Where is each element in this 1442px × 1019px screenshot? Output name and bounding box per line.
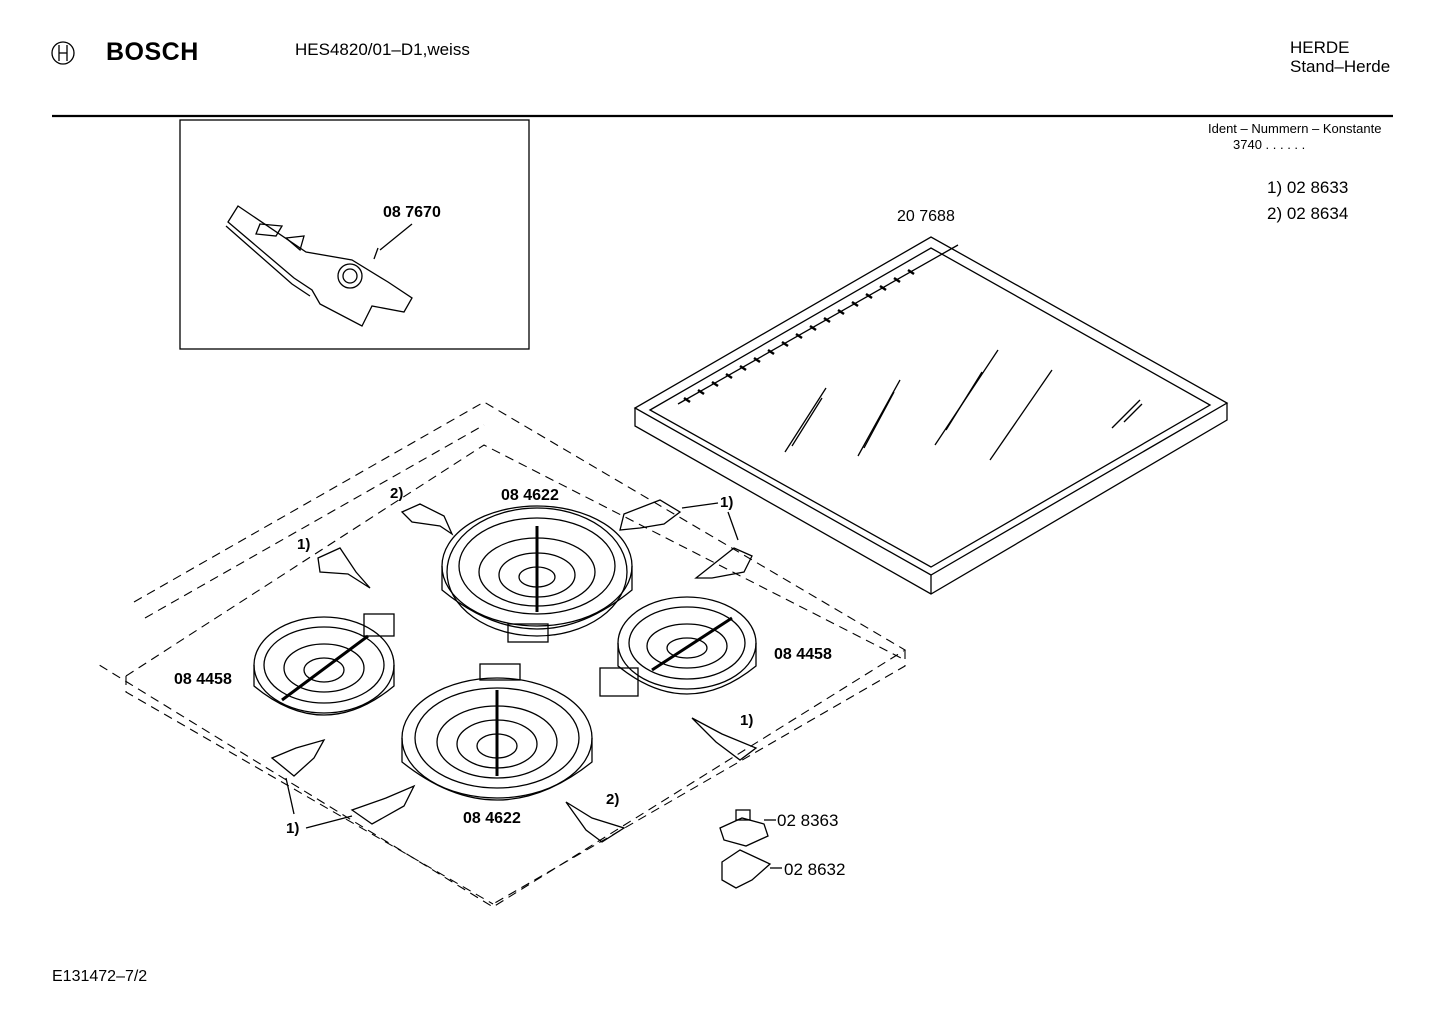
ident-value: 3740 . . . . . .	[1233, 137, 1306, 152]
part-label-glass-top: 20 7688	[897, 208, 955, 225]
scraper-inset-frame	[179, 119, 530, 350]
callout-2-top-left: 2)	[390, 485, 404, 502]
part-label-large-burner-bottom: 08 4622	[463, 810, 521, 827]
category-line2: Stand–Herde	[1290, 57, 1391, 76]
category-line1: HERDE	[1290, 38, 1350, 57]
part-label-scraper: 08 7670	[383, 204, 441, 221]
bosch-logo-icon	[51, 41, 75, 65]
ident-label: Ident – Nummern – Konstante	[1208, 121, 1382, 136]
tray-outline	[95, 401, 907, 908]
brand-name: BOSCH	[106, 38, 199, 66]
burner-icon	[253, 505, 757, 801]
callout-1-right: 1)	[740, 712, 754, 729]
glass-hob-icon	[633, 236, 1229, 595]
callout-1-bottom-left: 1)	[286, 820, 300, 837]
legend-item-1: 1) 02 8633	[1267, 178, 1349, 197]
leader-lines	[285, 247, 782, 869]
legend-item-2: 2) 02 8634	[1267, 204, 1349, 223]
part-label-connector-b: 02 8632	[784, 860, 846, 879]
scraper-tool-icon	[225, 205, 413, 327]
callout-1-left: 1)	[297, 536, 311, 553]
part-label-large-burner-top: 08 4622	[501, 487, 559, 504]
document-id: E131472–7/2	[52, 968, 148, 985]
part-label-small-burner-right: 08 4458	[774, 646, 832, 663]
callout-1-top-right: 1)	[720, 494, 734, 511]
callout-2-bottom: 2)	[606, 791, 620, 808]
clip-icon	[270, 499, 758, 843]
model-number: HES4820/01–D1,weiss	[295, 40, 470, 59]
connector-icon	[719, 809, 772, 889]
part-label-connector-a: 02 8363	[777, 811, 839, 830]
part-label-small-burner-left: 08 4458	[174, 671, 232, 688]
